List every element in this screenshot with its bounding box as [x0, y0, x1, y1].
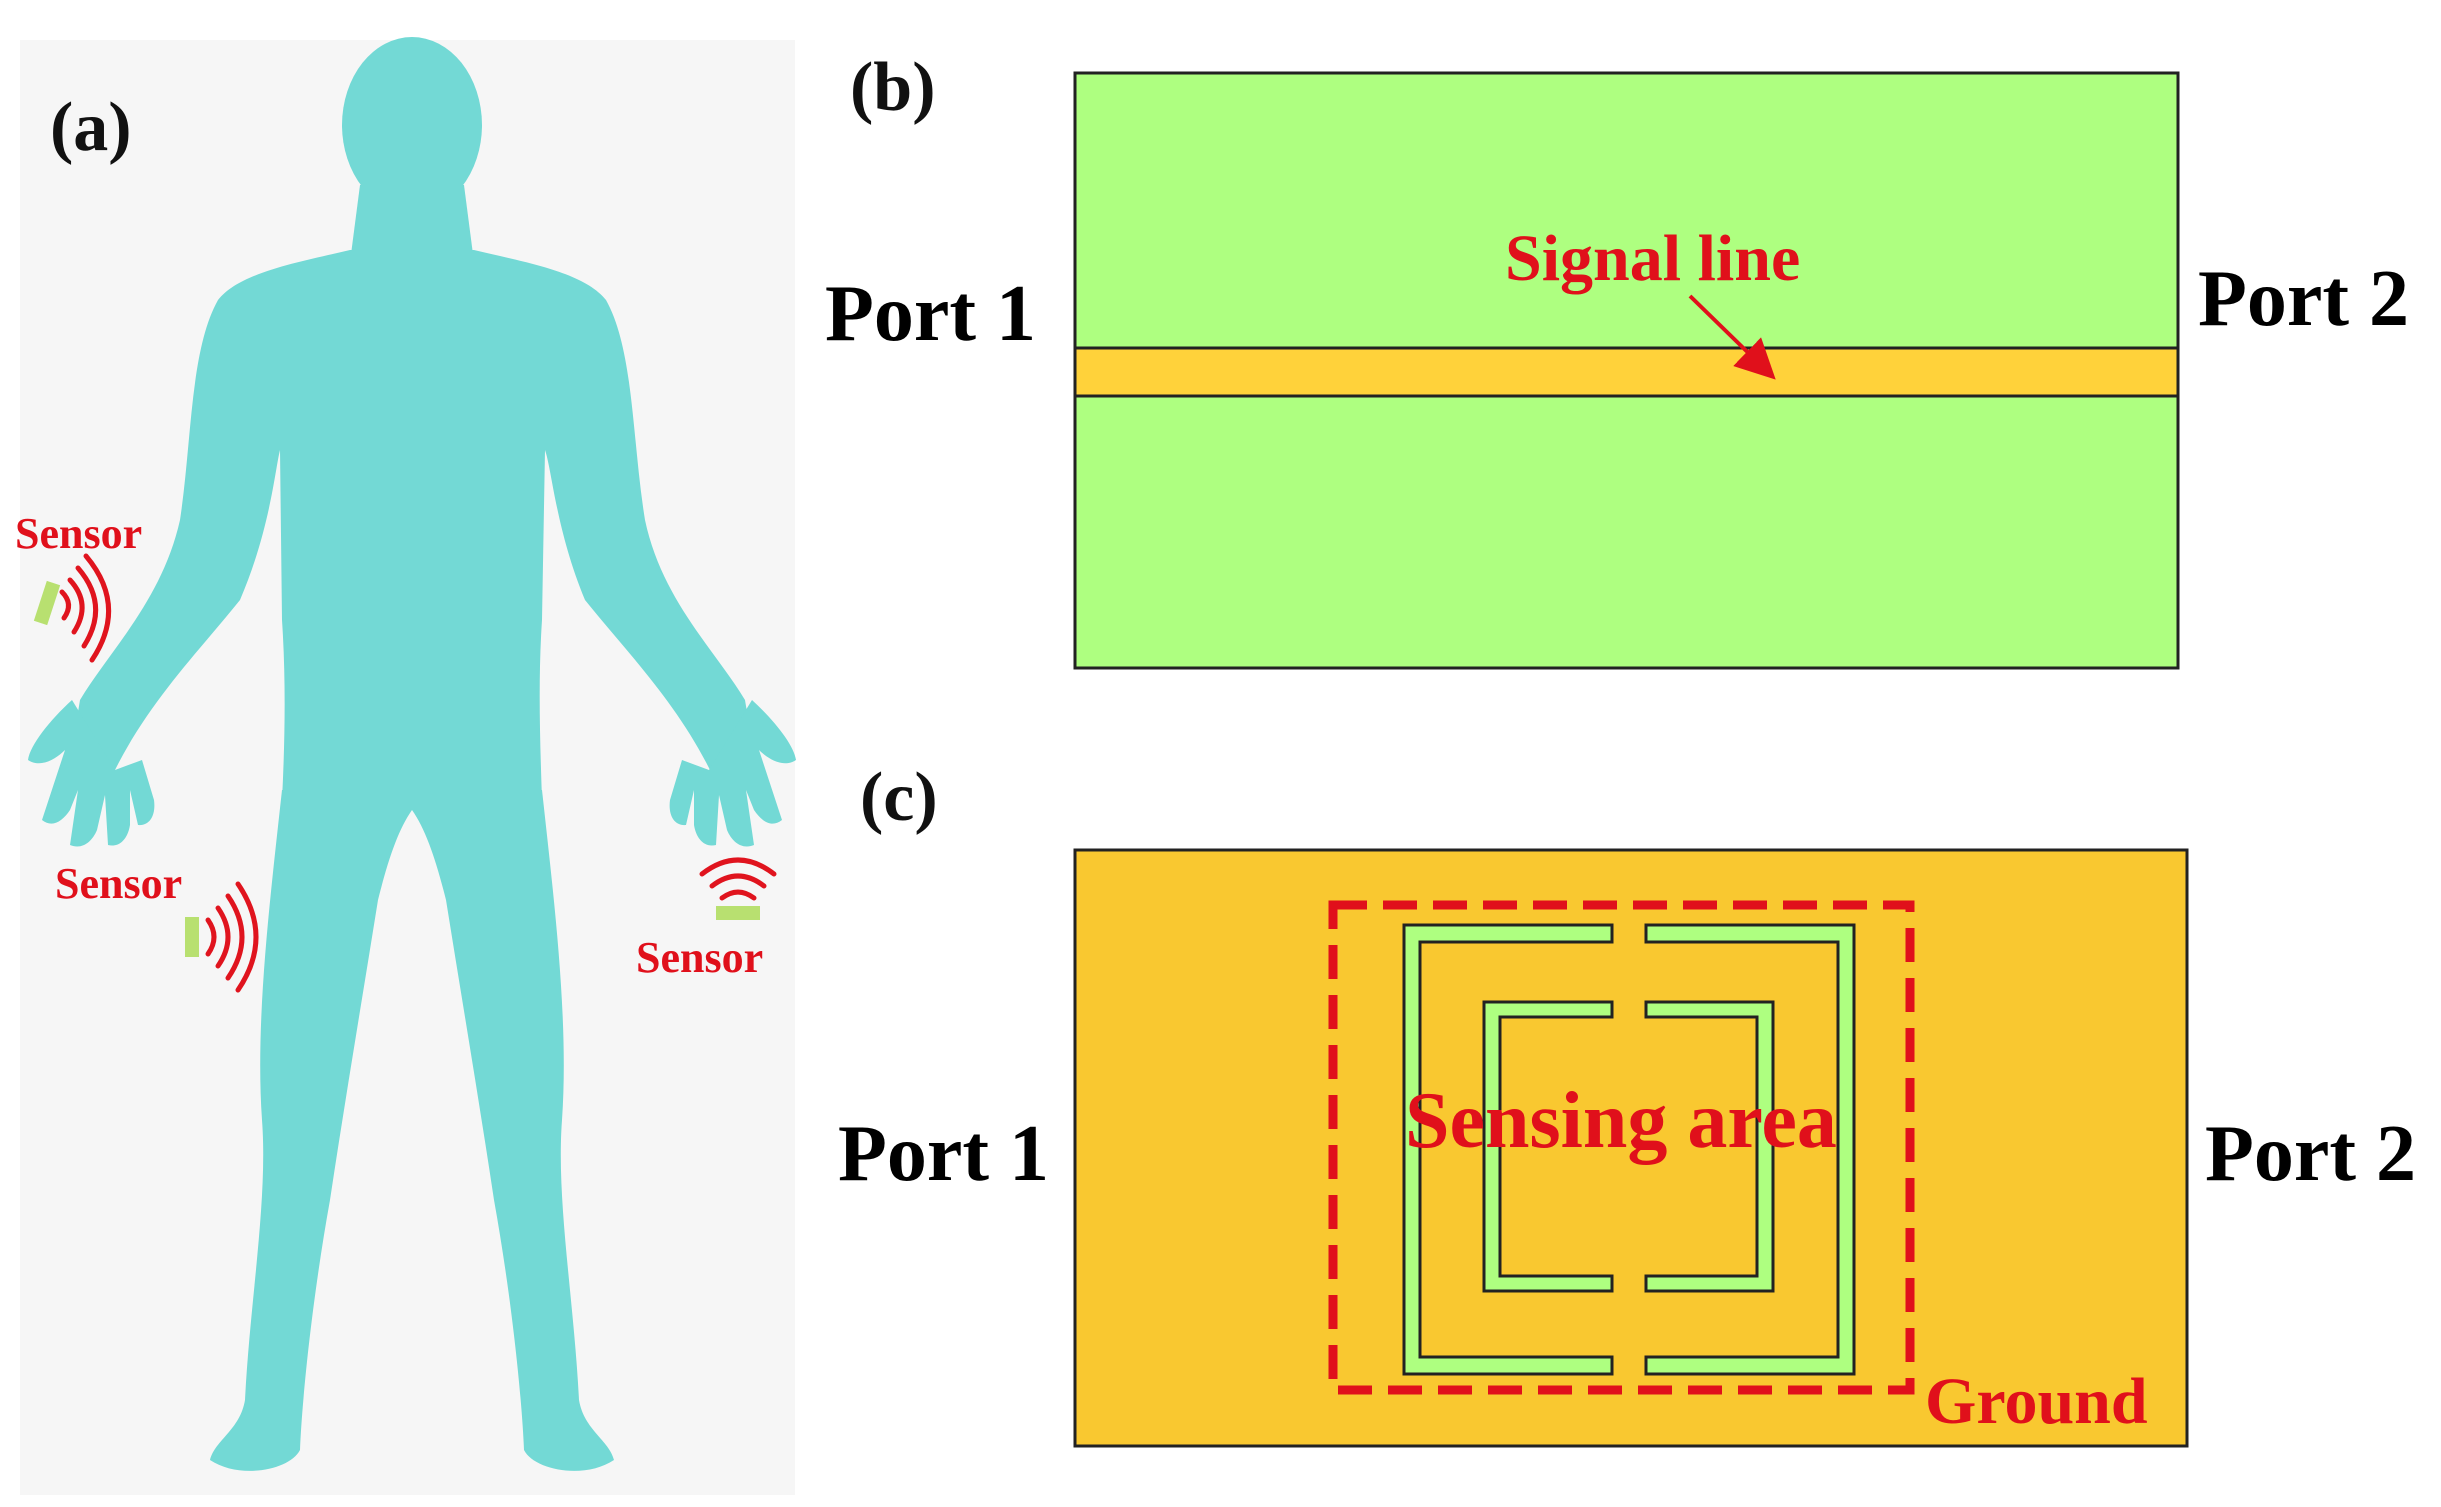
port-1-label-b: Port 1	[825, 270, 1036, 358]
sensing-area-box	[1328, 900, 1915, 1395]
outer-ring	[1402, 923, 1856, 1376]
ground-annotation: Ground	[1925, 1365, 2148, 1438]
panel-label-b: (b)	[850, 49, 936, 126]
signal-line	[1073, 346, 2180, 398]
panel-b: (b) Signal line Port 1 Port 2	[825, 49, 2409, 670]
sensor-signal-wave-icon	[709, 873, 767, 889]
inner-ring	[1482, 1000, 1775, 1293]
sensor-signal-wave-icon	[235, 881, 259, 993]
port-2-label-b: Port 2	[2198, 255, 2409, 343]
panel-label-c: (c)	[860, 759, 938, 836]
sensor-label-3: Sensor	[636, 933, 763, 982]
sensor-label-1: Sensor	[15, 509, 142, 558]
ground-plane	[1073, 848, 2189, 1448]
sensor-signal-wave-icon	[59, 589, 71, 621]
sensor-label-2: Sensor	[55, 859, 182, 908]
panel-c: (c) Sensing area Ground Port 1 Port 2	[838, 759, 2416, 1448]
sensor-signal-wave-icon	[83, 553, 111, 663]
sensor-chip-2	[185, 917, 199, 957]
sensing-area-annotation: Sensing area	[1405, 1077, 1837, 1165]
sensor-signal-wave-icon	[75, 565, 99, 649]
sensor-1: Sensor	[15, 509, 142, 663]
panel-label-a: (a)	[50, 89, 132, 166]
panel-a: (a) Sensor Sensor Sensor	[15, 37, 796, 1495]
port-2-label-c: Port 2	[2205, 1110, 2416, 1198]
sensor-signal-wave-icon	[225, 893, 245, 981]
sensor-signal-wave-icon	[719, 889, 757, 901]
sensor-signal-wave-icon	[67, 577, 85, 635]
signal-line-arrow-icon	[1688, 294, 1776, 380]
sensor-chip-3	[716, 906, 760, 920]
sensor-signal-wave-icon	[699, 857, 777, 877]
sensor-signal-wave-icon	[205, 917, 217, 957]
sensor-signal-wave-icon	[215, 905, 231, 969]
port-1-label-c: Port 1	[838, 1110, 1049, 1198]
human-body-silhouette-icon	[28, 37, 796, 1471]
sensor-3: Sensor	[636, 857, 777, 982]
sensor-2: Sensor	[55, 859, 259, 993]
signal-line-annotation: Signal line	[1505, 222, 1800, 295]
sensor-chip-1	[33, 580, 61, 626]
